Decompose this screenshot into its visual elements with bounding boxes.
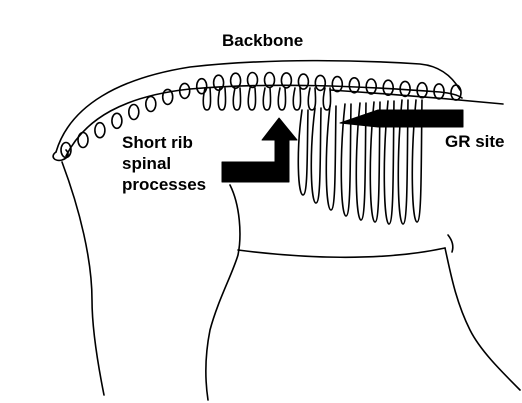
vertebra-segment	[95, 123, 105, 138]
vertebra-segment	[315, 75, 325, 90]
vertebra-segment	[366, 79, 376, 94]
up-arrow-icon	[222, 118, 297, 182]
short-rib-process	[278, 88, 285, 110]
belly-right-curve	[445, 248, 520, 390]
long-rib	[298, 110, 308, 195]
short-rib-label: Short rib spinal processes	[122, 132, 206, 195]
hind-leg-outline	[206, 185, 240, 400]
short-rib-label-line1: Short rib	[122, 132, 206, 153]
backbone-label-text: Backbone	[222, 31, 303, 50]
vertebra-segment	[112, 113, 122, 128]
belly-line	[238, 248, 445, 257]
long-rib	[311, 108, 321, 203]
vertebra-segment	[451, 85, 461, 100]
short-rib-process	[233, 88, 240, 110]
short-rib-process	[263, 88, 270, 110]
vertebra-segment	[180, 83, 190, 98]
vertebra-segment	[146, 97, 156, 112]
vertebra-segment	[332, 77, 342, 92]
long-rib	[326, 106, 336, 210]
forward-outline	[448, 235, 453, 252]
vertebra-segment	[349, 78, 359, 93]
short-rib-process	[203, 88, 210, 110]
vertebra-segment	[197, 79, 207, 94]
short-rib-process	[218, 88, 225, 110]
short-rib-process	[248, 88, 255, 110]
short-rib-label-line3: processes	[122, 174, 206, 195]
gr-site-label-text: GR site	[445, 132, 505, 151]
vertebra-segment	[298, 74, 308, 89]
vertebra-segment	[129, 105, 139, 120]
backbone-label: Backbone	[222, 30, 303, 51]
short-rib-process	[293, 88, 300, 110]
short-rib-label-line2: spinal	[122, 153, 206, 174]
short-rib-processes-group	[203, 88, 330, 110]
vertebra-segment	[78, 133, 88, 148]
short-rib-process	[308, 88, 315, 110]
gr-site-label: GR site	[445, 131, 505, 152]
vertebra-segment	[214, 75, 224, 90]
rump-outline	[62, 162, 104, 395]
